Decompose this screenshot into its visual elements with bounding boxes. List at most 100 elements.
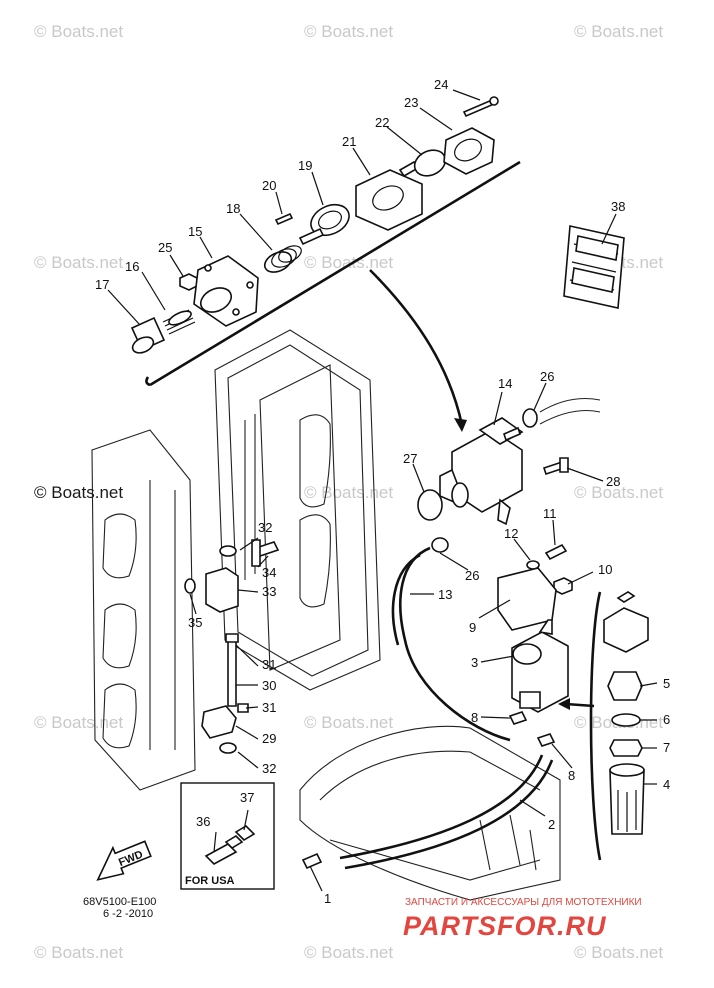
watermark: © Boats.net xyxy=(574,483,663,502)
watermark: © Boats.net xyxy=(34,253,123,272)
group-arrow xyxy=(369,269,464,426)
part-7-float xyxy=(609,739,643,757)
part-35-grommet xyxy=(184,578,196,594)
for-usa-label: FOR USA xyxy=(185,875,235,887)
callout-numbers: 1 2 3 4 5 6 7 8 8 9 10 11 12 13 14 15 16… xyxy=(95,77,670,906)
watermark: © Boats.net xyxy=(304,22,393,41)
part-31-clip xyxy=(225,633,239,643)
watermark-grid: © Boats.net © Boats.net © Boats.net © Bo… xyxy=(34,22,663,962)
left-bracket-parts xyxy=(184,539,280,754)
part-38-label xyxy=(563,225,625,309)
callout-15: 15 xyxy=(188,224,202,239)
callout-38: 38 xyxy=(611,199,625,214)
callout-27: 27 xyxy=(403,451,417,466)
part-33-bracket xyxy=(205,567,239,613)
diagram-code: 68V5100-E100 xyxy=(83,896,156,908)
for-usa-inset: FOR USA xyxy=(180,782,275,890)
callout-3: 3 xyxy=(471,655,478,670)
callout-12: 12 xyxy=(504,526,518,541)
callout-22: 22 xyxy=(375,115,389,130)
callout-8: 8 xyxy=(471,710,478,725)
callout-31b: 31 xyxy=(262,700,276,715)
callout-10: 10 xyxy=(598,562,612,577)
part-8-clip xyxy=(508,711,528,725)
callout-21: 21 xyxy=(342,134,356,149)
callout-29: 29 xyxy=(262,731,276,746)
part-25-nut xyxy=(179,273,198,291)
part-27-oring xyxy=(417,489,443,521)
part-37-clamp xyxy=(234,824,256,842)
part-8-clip-2 xyxy=(536,733,556,747)
callout-13: 13 xyxy=(438,587,452,602)
part-2-hose xyxy=(339,754,544,860)
watermark: © Boats.net xyxy=(304,253,393,272)
watermark: © Boats.net xyxy=(34,22,123,41)
callout-11: 11 xyxy=(543,506,557,521)
watermark: © Boats.net xyxy=(304,943,393,962)
callout-5: 5 xyxy=(663,676,670,691)
part-5-element xyxy=(607,671,643,701)
part-6-oring xyxy=(611,713,641,727)
watermark: © Boats.net xyxy=(574,943,663,962)
callout-34: 34 xyxy=(262,565,276,580)
callout-28: 28 xyxy=(606,474,620,489)
part-32-washer xyxy=(219,545,237,557)
detail-bracket xyxy=(589,591,602,861)
filter-head xyxy=(603,607,649,653)
callout-25: 25 xyxy=(158,240,172,255)
part-13-hose xyxy=(399,546,511,742)
part-32-washer-2 xyxy=(219,742,237,754)
partsfor-branding: ЗАПЧАСТИ И АКСЕССУАРЫ ДЛЯ МОТОТЕХНИКИ PA… xyxy=(403,897,642,941)
callout-14: 14 xyxy=(498,376,512,391)
callout-17: 17 xyxy=(95,277,109,292)
part-26-clamp xyxy=(522,397,601,428)
part-30-rod xyxy=(227,635,237,707)
branding-tagline: ЗАПЧАСТИ И АКСЕССУАРЫ ДЛЯ МОТОТЕХНИКИ xyxy=(405,897,642,908)
callout-20: 20 xyxy=(262,178,276,193)
group-bracket-line xyxy=(149,160,521,387)
part-10-nut xyxy=(553,577,573,595)
callout-16: 16 xyxy=(125,259,139,274)
part-20-pin xyxy=(274,212,294,226)
group-bracket-end xyxy=(145,376,151,387)
part-11-bolt xyxy=(544,543,568,561)
callout-33: 33 xyxy=(262,584,276,599)
part-17-tube xyxy=(130,316,166,354)
group-arrowhead xyxy=(454,418,467,432)
diagram-date: 6 -2 -2010 xyxy=(103,908,153,920)
part-14-fuel-pump xyxy=(439,417,524,526)
callout-1: 1 xyxy=(324,891,331,906)
callout-35: 35 xyxy=(188,615,202,630)
callout-26: 26 xyxy=(540,369,554,384)
part-29-bracket xyxy=(201,705,237,739)
callout-8b: 8 xyxy=(568,768,575,783)
filter-detail-group xyxy=(558,591,649,861)
callout-24: 24 xyxy=(434,77,448,92)
callout-26b: 26 xyxy=(465,568,479,583)
gasket-plate-outline xyxy=(91,429,196,791)
watermark: © Boats.net xyxy=(34,713,123,732)
callout-6: 6 xyxy=(663,712,670,727)
callout-30: 30 xyxy=(262,678,276,693)
callout-7: 7 xyxy=(663,740,670,755)
callout-31: 31 xyxy=(262,657,276,672)
part-31-clip-2 xyxy=(237,703,249,713)
cylinder-block-outline xyxy=(214,329,381,691)
watermark: © Boats.net xyxy=(304,713,393,732)
bottom-cowling-outline xyxy=(299,725,561,901)
part-23-cover xyxy=(443,127,495,175)
callout-32: 32 xyxy=(258,520,272,535)
part-15-cover xyxy=(193,255,259,327)
callout-2: 2 xyxy=(548,817,555,832)
part-36-fitting xyxy=(204,843,238,865)
part-1-fitting xyxy=(301,852,323,870)
callout-37: 37 xyxy=(240,790,254,805)
part-3-fuel-filter xyxy=(511,619,569,713)
watermark: © Boats.net xyxy=(304,483,393,502)
part-21-body xyxy=(355,160,423,231)
callout-4: 4 xyxy=(663,777,670,792)
part-26-clamp-2 xyxy=(431,537,449,553)
part-19-diaphragm xyxy=(298,203,350,246)
callout-9: 9 xyxy=(469,620,476,635)
